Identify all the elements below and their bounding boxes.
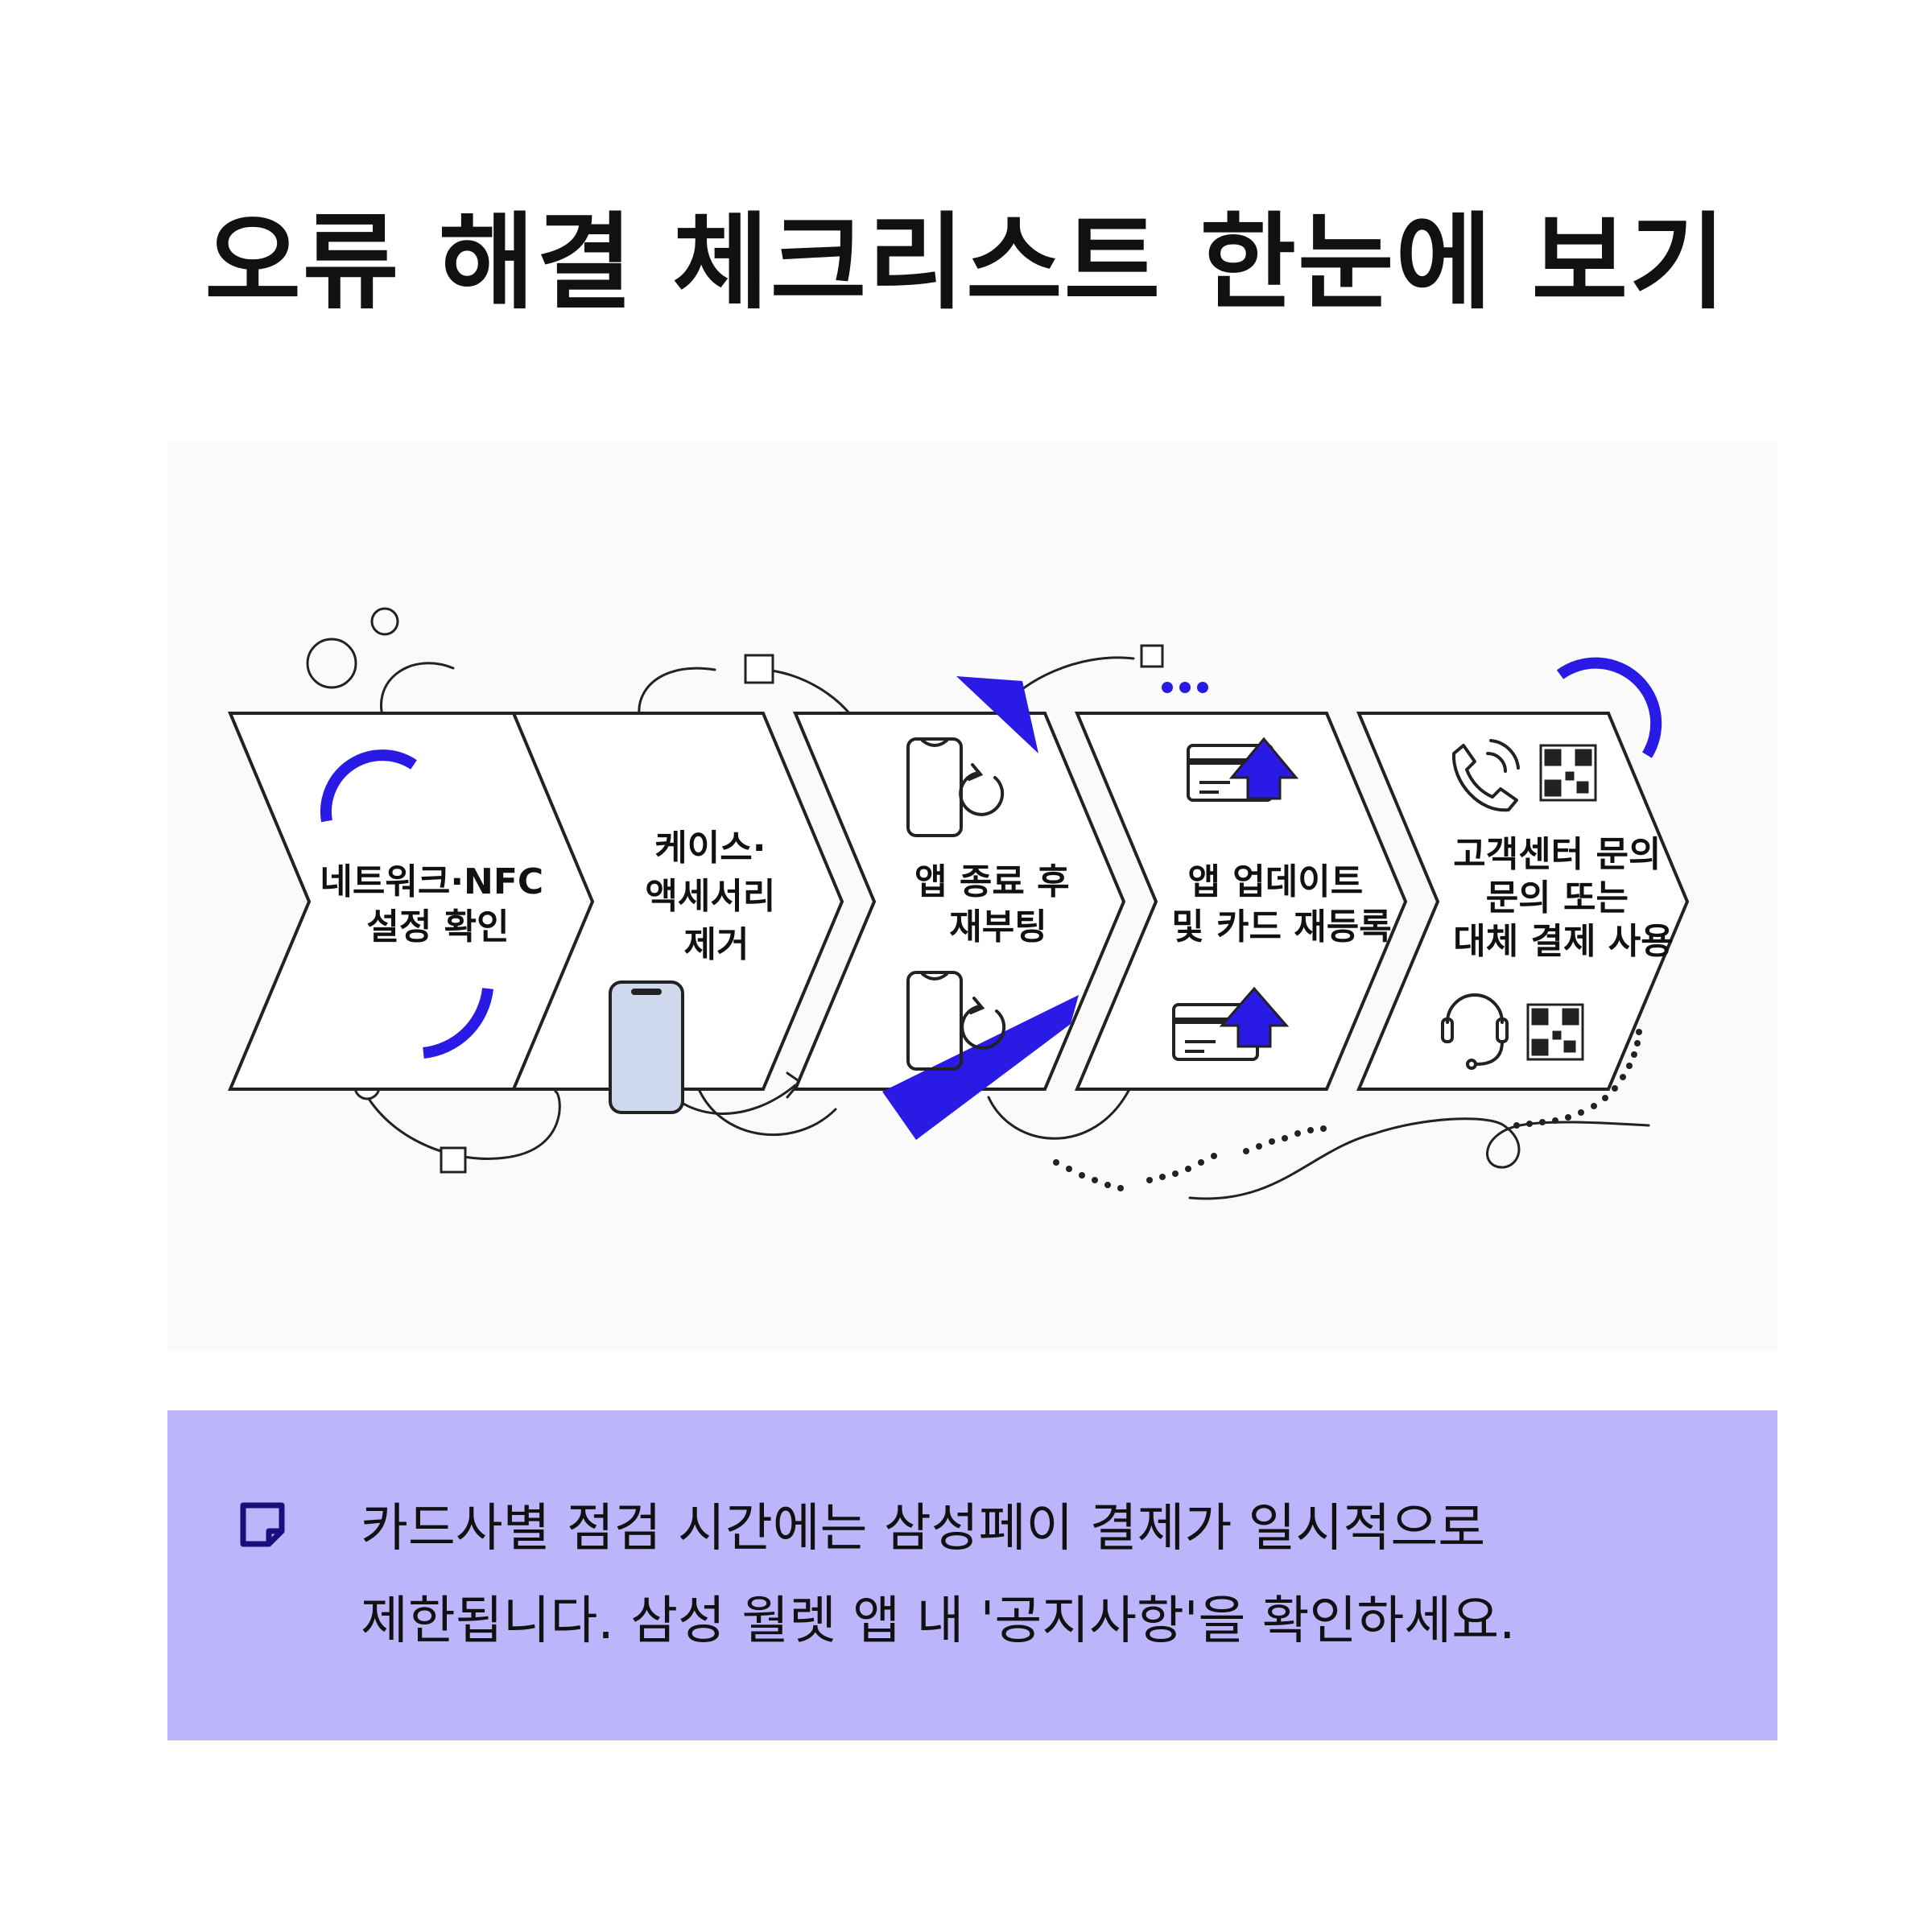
sticky-note-icon [240, 1502, 285, 1547]
step-2-line: 제거 [684, 924, 749, 965]
decor-circle [370, 607, 399, 636]
qr-code-icon [1539, 744, 1597, 802]
step-5-line: 문의 또는 [1486, 877, 1629, 919]
step-3-line: 앱 종료 후 [914, 861, 1070, 902]
step-5-line: 고객센터 문의 [1453, 834, 1661, 875]
chevron-step-2 [510, 712, 844, 1091]
signal-arc-icon [1556, 657, 1662, 758]
diagram-canvas: 네트워크·NFC 설정 확인 케이스· 액세서리 제거 앱 종료 후 재부팅 앱… [227, 607, 1690, 1200]
headset-icon [1441, 993, 1509, 1070]
step-1-line: 네트워크·NFC [320, 861, 543, 902]
step-5-line: 대체 결제 사용 [1453, 921, 1674, 962]
step-2-line: 액세서리 [645, 876, 775, 917]
decor-curve [380, 662, 455, 724]
step-3-line: 재부팅 [949, 906, 1046, 947]
step-2-line: 케이스· [654, 828, 766, 869]
blue-stripe [882, 995, 1079, 1140]
chevron-step-5 [1356, 712, 1690, 1091]
restart-icon [960, 997, 1006, 1050]
page-title: 오류 해결 체크리스트 한눈에 보기 [204, 201, 1728, 324]
step-5-label: 고객센터 문의 문의 또는 대체 결제 사용 [1453, 834, 1674, 962]
step-1-line: 설정 확인 [366, 906, 509, 947]
chevron-step-4 [1074, 712, 1408, 1091]
phone-call-icon [1451, 739, 1520, 812]
note-callout: 카드사별 점검 시간에는 삼성페이 결제가 일시적으로 제한됩니다. 삼성 월렛… [167, 1410, 1777, 1740]
wifi-arc-icon [320, 749, 417, 823]
blue-triangle [956, 676, 1038, 753]
restart-icon [959, 763, 1005, 816]
step-4-line: 및 카드 재등록 [1171, 906, 1392, 947]
decor-curve [987, 1088, 1131, 1140]
qr-code-icon [1526, 1003, 1584, 1061]
decor-square [744, 654, 774, 684]
upload-arrow-icon [1219, 986, 1290, 1048]
note-text: 카드사별 점검 시간에는 삼성페이 결제가 일시적으로 제한됩니다. 삼성 월렛… [361, 1499, 1516, 1651]
decor-circle [306, 638, 357, 689]
decor-square [1140, 644, 1164, 668]
step-2-label: 케이스· 액세서리 제거 [645, 828, 787, 965]
checklist-diagram: 네트워크·NFC 설정 확인 케이스· 액세서리 제거 앱 종료 후 재부팅 앱… [167, 441, 1777, 1351]
upload-arrow-icon [1228, 737, 1299, 800]
step-1-label: 네트워크·NFC 설정 확인 [320, 861, 555, 947]
signal-arc-icon [423, 988, 493, 1059]
smartphone-icon [906, 971, 963, 1071]
step-4-line: 앱 업데이트 [1187, 861, 1363, 902]
smartphone-icon [609, 980, 684, 1114]
decor-square [440, 1146, 467, 1174]
step-4-label: 앱 업데이트 및 카드 재등록 [1171, 861, 1392, 947]
decor-curve [697, 1088, 837, 1137]
decor-curve [351, 1059, 561, 1160]
decor-curve [1188, 1117, 1650, 1200]
step-3-label: 앱 종료 후 재부팅 [914, 861, 1082, 947]
chevron-step-3 [792, 712, 1126, 1091]
